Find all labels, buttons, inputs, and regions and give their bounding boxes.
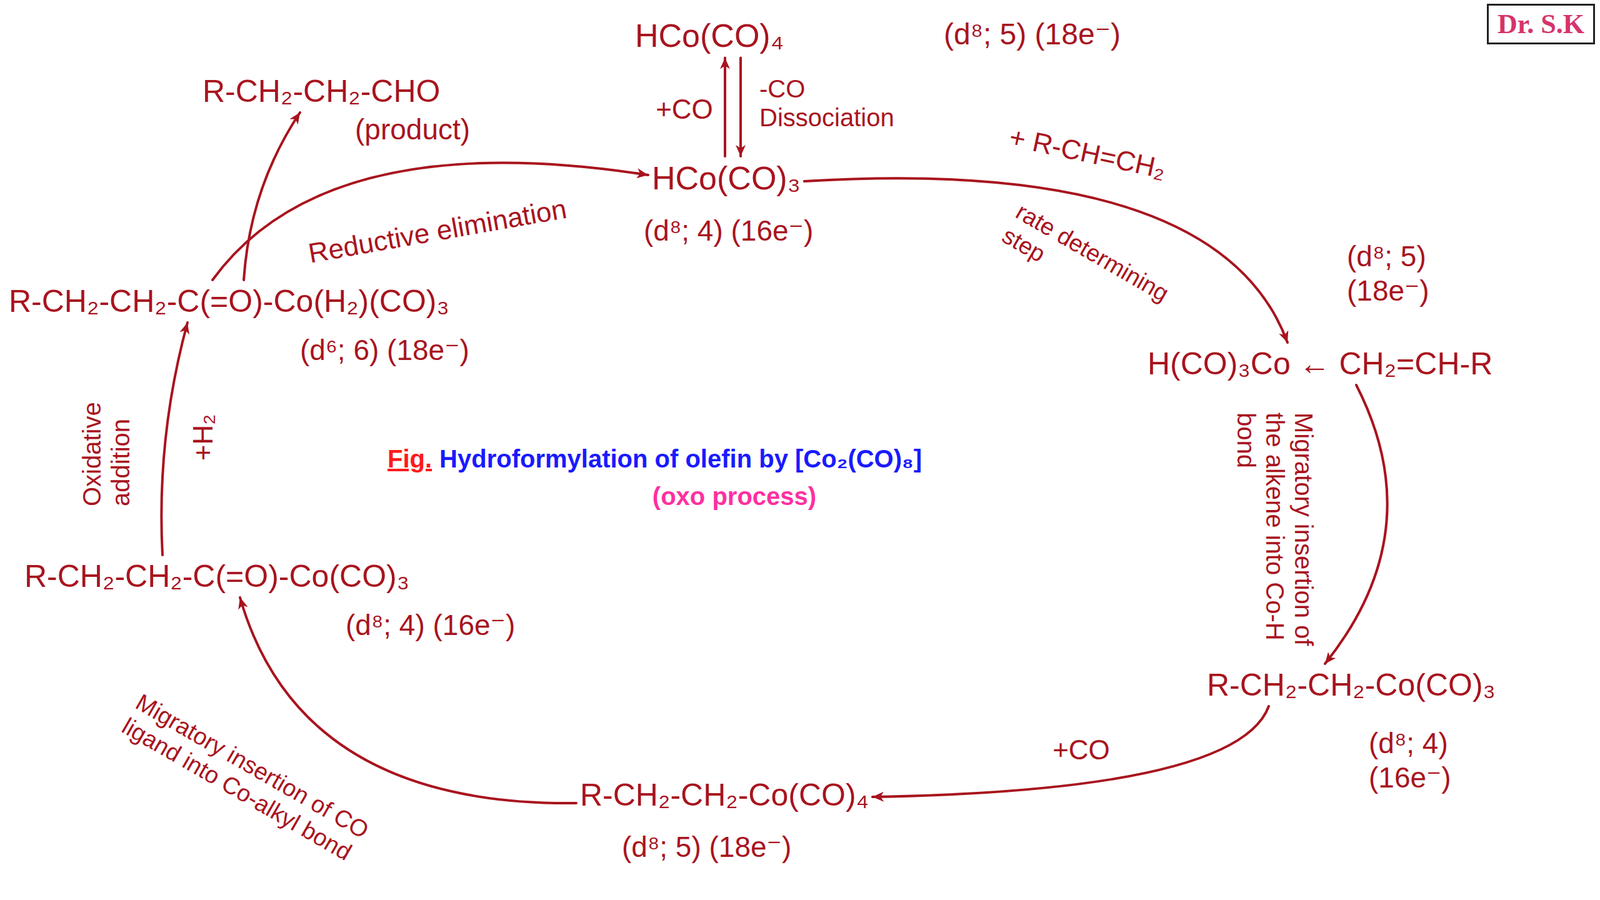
reaction-arrow (1325, 385, 1388, 664)
species-formula: R-CH₂-CH₂-Co(CO)₃ (1206, 666, 1496, 704)
reaction-arrow (243, 112, 300, 280)
edge-label: Migratory insertion of the alkene into C… (1231, 412, 1319, 650)
electron-count: (d⁸; 4) (16e⁻) (1368, 726, 1494, 795)
species-node: H(CO)₃Co ← CH₂=CH-R(d⁸; 5) (18e⁻) (1143, 342, 1497, 385)
species-formula: R-CH₂-CH₂-Co(CO)₄ (580, 776, 869, 814)
figure-caption: Hydroformylation of olefin by [Co₂(CO)₈] (439, 445, 922, 474)
watermark-box: Dr. S.K (1486, 3, 1595, 45)
reaction-arrow (240, 597, 577, 804)
species-formula: H(CO)₃Co ← CH₂=CH-R (1147, 345, 1493, 383)
species-formula: R-CH₂-CH₂-CHO (202, 72, 440, 110)
electron-count: (product) (355, 112, 470, 147)
arrow-note: rate determining step (997, 198, 1209, 352)
species-formula: HCo(CO)₃ (651, 158, 801, 198)
reaction-arrow (872, 706, 1269, 797)
electron-count: (d⁸; 5) (18e⁻) (1346, 239, 1472, 309)
edge-label: -CO Dissociation (759, 74, 922, 132)
reaction-arrow (212, 162, 649, 280)
electron-count: (d⁸; 4) (16e⁻) (345, 608, 515, 643)
edge-label: Oxidative addition (77, 368, 135, 507)
electron-count: (d⁸; 5) (18e⁻) (621, 830, 792, 865)
edge-label: +CO (1052, 734, 1110, 767)
species-formula: R-CH₂-CH₂-C(=O)-Co(CO)₃ (24, 557, 410, 595)
species-node: R-CH₂-CH₂-CHO(product) (198, 70, 444, 113)
species-node: HCo(CO)₃(d⁸; 4) (16e⁻) (648, 156, 805, 200)
arrow-note: +H₂ (187, 414, 220, 462)
edge-label: Reductive elimination (306, 193, 570, 270)
reaction-arrow (739, 57, 742, 157)
edge-label: +CO (655, 93, 714, 126)
species-formula: HCo(CO)₄ (635, 16, 784, 55)
caption-row: Fig.Hydroformylation of olefin by [Co₂(C… (387, 445, 922, 474)
species-node: HCo(CO)₄(d⁸; 5) (18e⁻) (631, 13, 788, 58)
reaction-arrow (723, 57, 727, 157)
process-name: (oxo process) (652, 482, 817, 511)
species-node: R-CH₂-CH₂-C(=O)-Co(CO)₃(d⁸; 4) (16e⁻) (20, 555, 414, 598)
electron-count: (d⁸; 4) (16e⁻) (643, 213, 814, 249)
electron-count: (d⁶; 6) (18e⁻) (300, 333, 470, 368)
species-formula: R-CH₂-CH₂-C(=O)-Co(H₂)(CO)₃ (8, 282, 450, 320)
species-node: R-CH₂-CH₂-C(=O)-Co(H₂)(CO)₃(d⁶; 6) (18e⁻… (5, 280, 454, 323)
watermark-text: Dr. S.K (1497, 6, 1585, 42)
species-node: R-CH₂-CH₂-Co(CO)₄(d⁸; 5) (18e⁻) (576, 773, 873, 817)
edge-label: Migratory insertion of CO ligand into Co… (117, 688, 384, 874)
reaction-arrow (161, 322, 188, 555)
electron-count: (d⁸; 5) (18e⁻) (943, 16, 1121, 53)
edge-label: + R-CH=CH₂ (1006, 121, 1169, 185)
figure-tag: Fig. (387, 445, 432, 474)
species-node: R-CH₂-CH₂-Co(CO)₃(d⁸; 4) (16e⁻) (1203, 663, 1500, 707)
